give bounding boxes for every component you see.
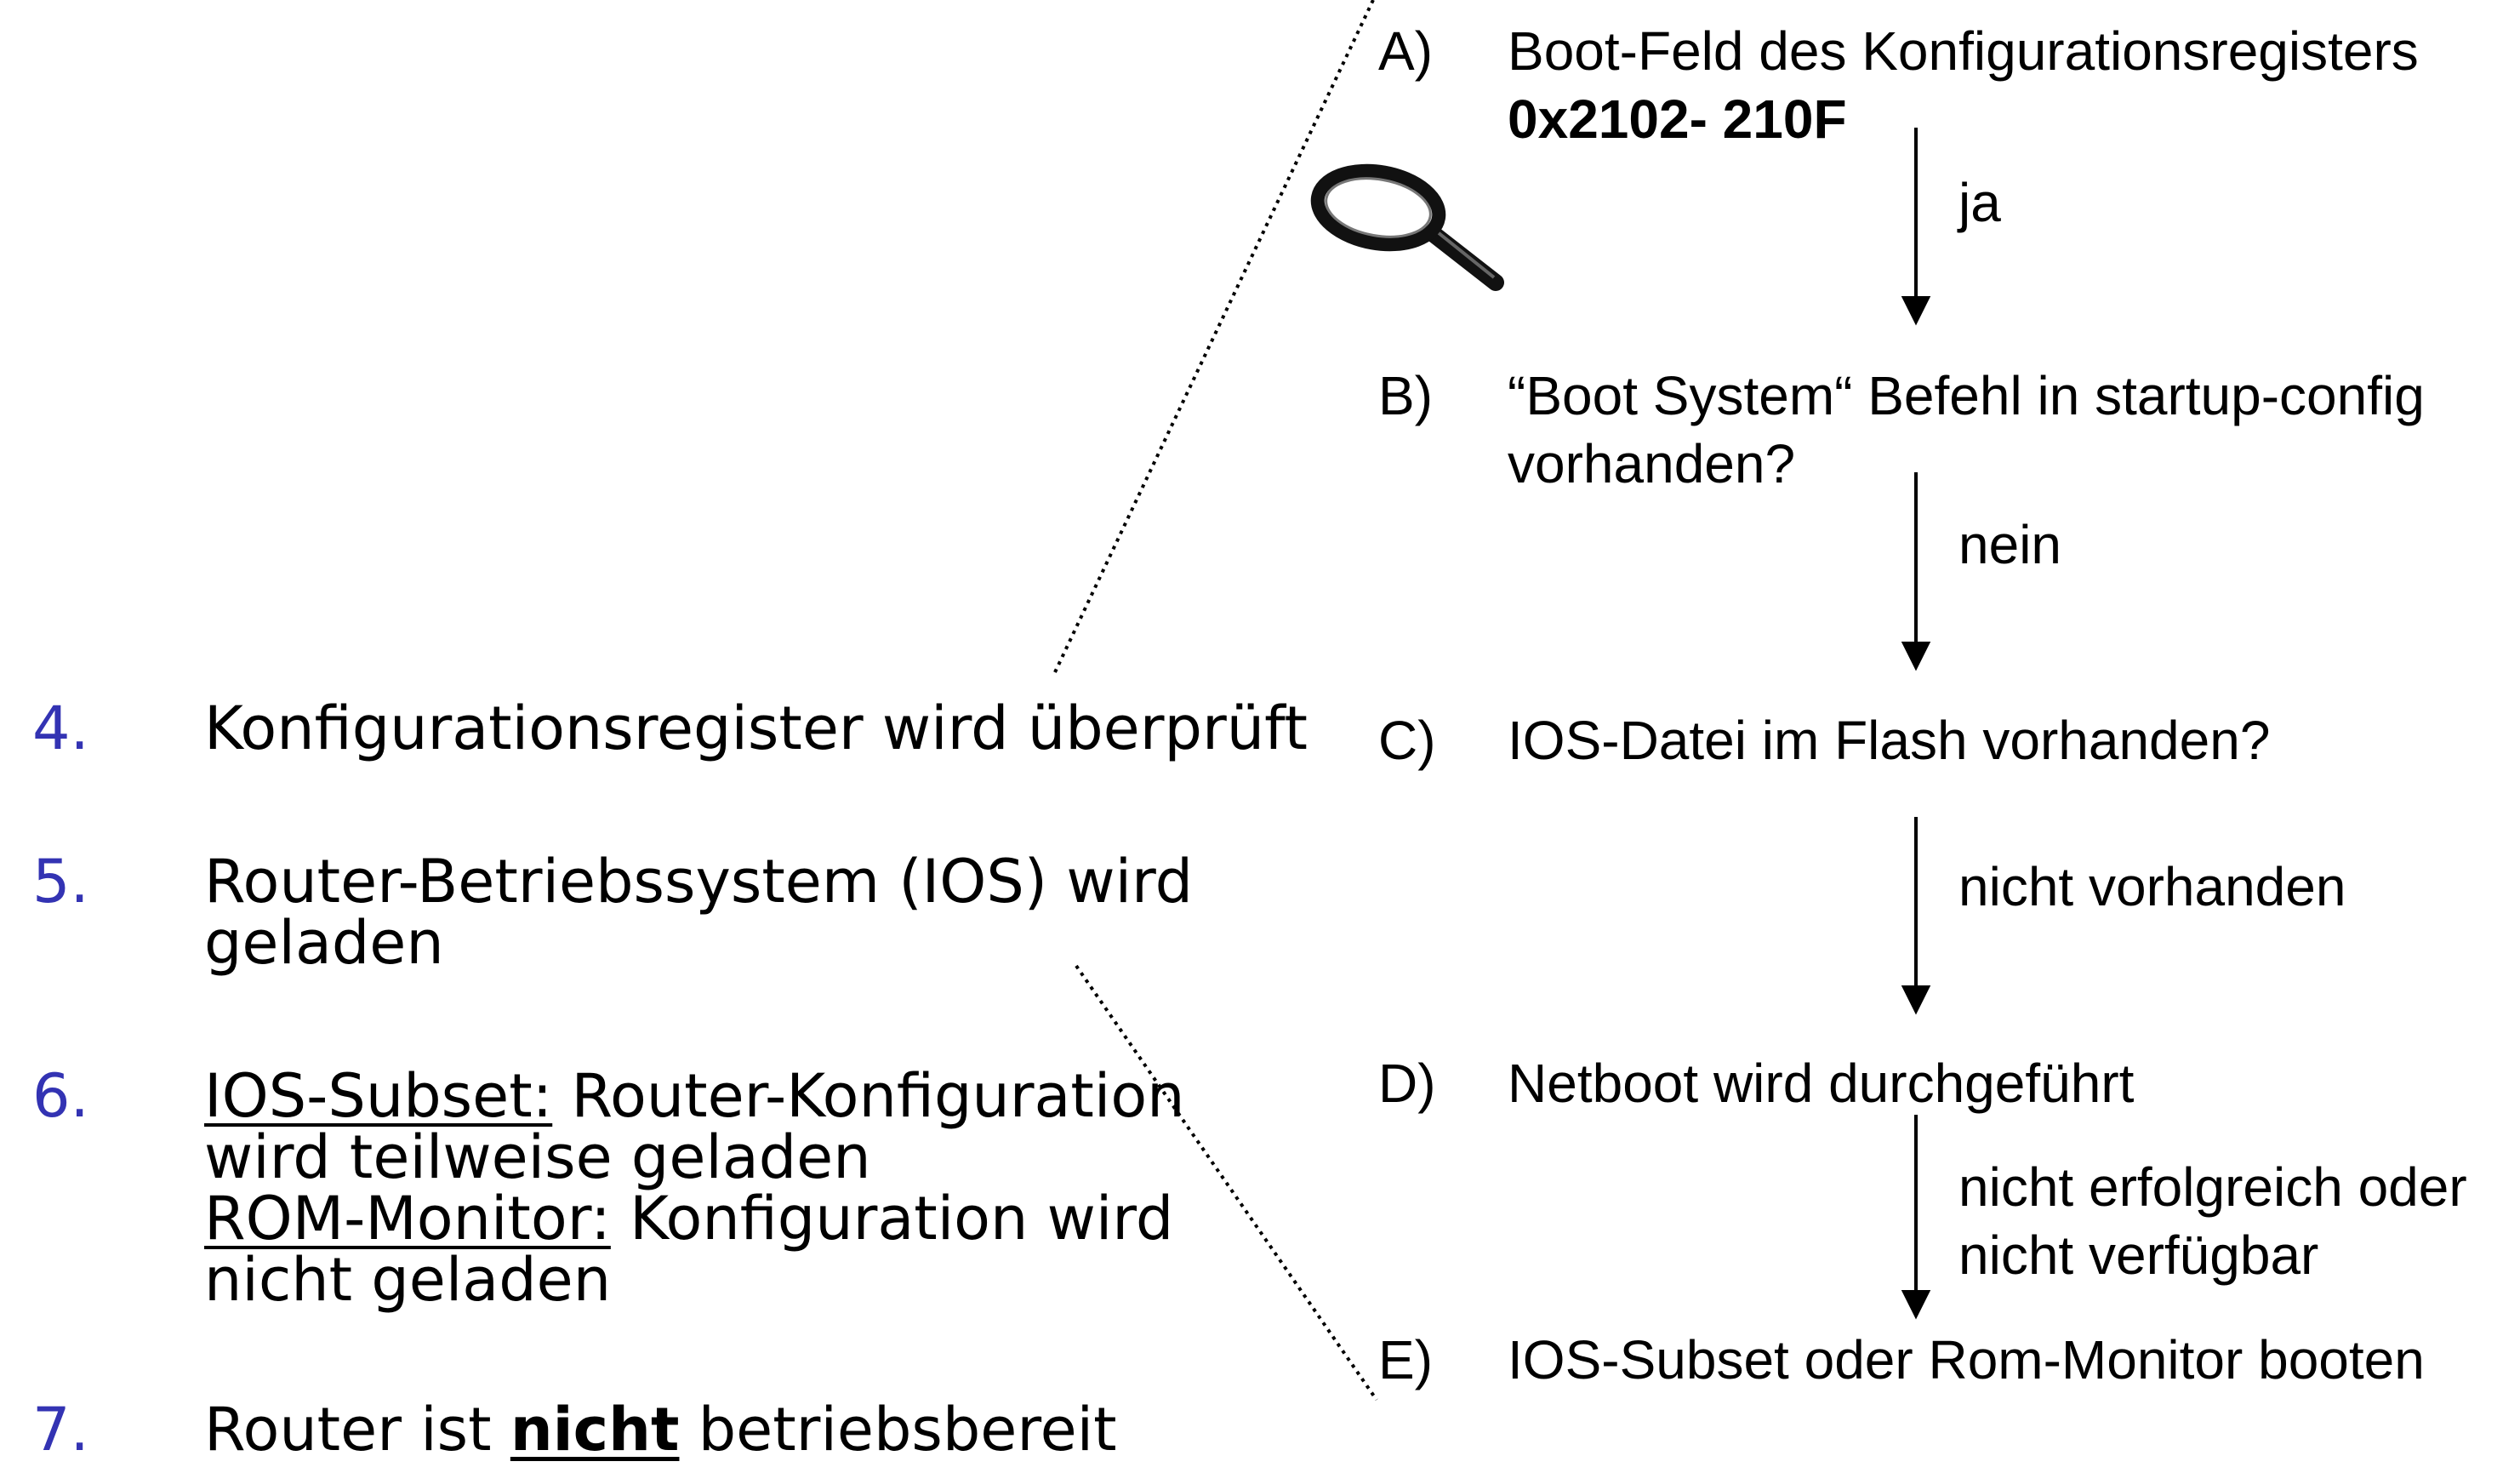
step-d-text: Netboot wird durchgeführt — [1508, 1053, 2135, 1114]
list-number-7: 7. — [32, 1395, 89, 1464]
edge-label-nicht-erfolgreich: nicht erfolgreich oder nicht verfügbar — [1958, 1153, 2467, 1289]
list-item-5-line2: geladen — [204, 908, 444, 978]
edge-label-nicht-vorhanden: nicht vorhanden — [1958, 856, 2346, 917]
edge-label-d-line2: nicht verfügbar — [1958, 1225, 2319, 1286]
edge-label-ja: ja — [1958, 172, 2001, 233]
list-number-5: 5. — [32, 847, 89, 916]
dotted-connectors — [1053, 0, 1378, 1402]
list-item-7-text: Router ist nicht betriebsbereit — [204, 1399, 1117, 1460]
rom-monitor-line2: nicht geladen — [204, 1245, 612, 1315]
step-d-letter: D) — [1378, 1053, 1436, 1114]
step-a-line1: Boot-Feld des Konfigurationsregisters — [1508, 20, 2419, 82]
step-b-text: “Boot System“ Befehl in startup-config v… — [1508, 362, 2425, 498]
step-a-register-value: 0x2102- 210F — [1508, 88, 1847, 150]
list-number-6: 6. — [32, 1061, 89, 1131]
step-e-text: IOS-Subset oder Rom-Monitor booten — [1508, 1329, 2425, 1390]
ios-subset-rest: Router-Konfiguration — [552, 1061, 1185, 1131]
arrow-c-to-d — [1901, 817, 1931, 1015]
list-item-7-pre: Router ist — [204, 1395, 510, 1464]
emphasis-nicht: nicht — [510, 1395, 680, 1464]
arrow-a-to-b — [1901, 128, 1931, 326]
edge-label-d-line1: nicht erfolgreich oder — [1958, 1156, 2467, 1218]
zoom-connector-bottom — [1075, 964, 1378, 1402]
magnifying-glass-icon — [1310, 163, 1504, 291]
list-item-7-post: betriebsbereit — [679, 1395, 1117, 1464]
list-item-4-text: Konfigurationsregister wird überprüft — [204, 694, 1308, 763]
step-b-letter: B) — [1378, 365, 1433, 426]
arrow-d-to-e — [1901, 1115, 1931, 1320]
rom-monitor-label: ROM-Monitor: — [204, 1184, 611, 1253]
ios-subset-line2: wird teilweise geladen — [204, 1122, 871, 1192]
step-b-line1: “Boot System“ Befehl in startup-config — [1508, 365, 2425, 426]
arrow-b-to-c — [1901, 472, 1931, 671]
step-e-letter: E) — [1378, 1329, 1433, 1390]
edge-label-nein: nein — [1958, 514, 2061, 575]
list-item-5-line1: Router-Betriebssystem (IOS) wird — [204, 847, 1194, 916]
step-a-letter: A) — [1378, 20, 1433, 82]
list-item-6-text: IOS-Subset: Router-Konfiguration wird te… — [204, 1065, 1185, 1310]
step-b-line2: vorhanden? — [1508, 433, 1796, 494]
zoom-connector-top — [1053, 0, 1375, 673]
step-c-letter: C) — [1378, 710, 1436, 771]
step-c-text: IOS-Datei im Flash vorhanden? — [1508, 710, 2271, 771]
ios-subset-label: IOS-Subset: — [204, 1061, 553, 1131]
list-item-5-text: Router-Betriebssystem (IOS) wird geladen — [204, 851, 1193, 973]
step-a-text: Boot-Feld des Konfigurationsregisters 0x… — [1508, 17, 2419, 153]
rom-monitor-rest: Konfiguration wird — [610, 1184, 1174, 1253]
flow-arrows — [1901, 128, 1931, 1320]
list-number-4: 4. — [32, 694, 89, 763]
